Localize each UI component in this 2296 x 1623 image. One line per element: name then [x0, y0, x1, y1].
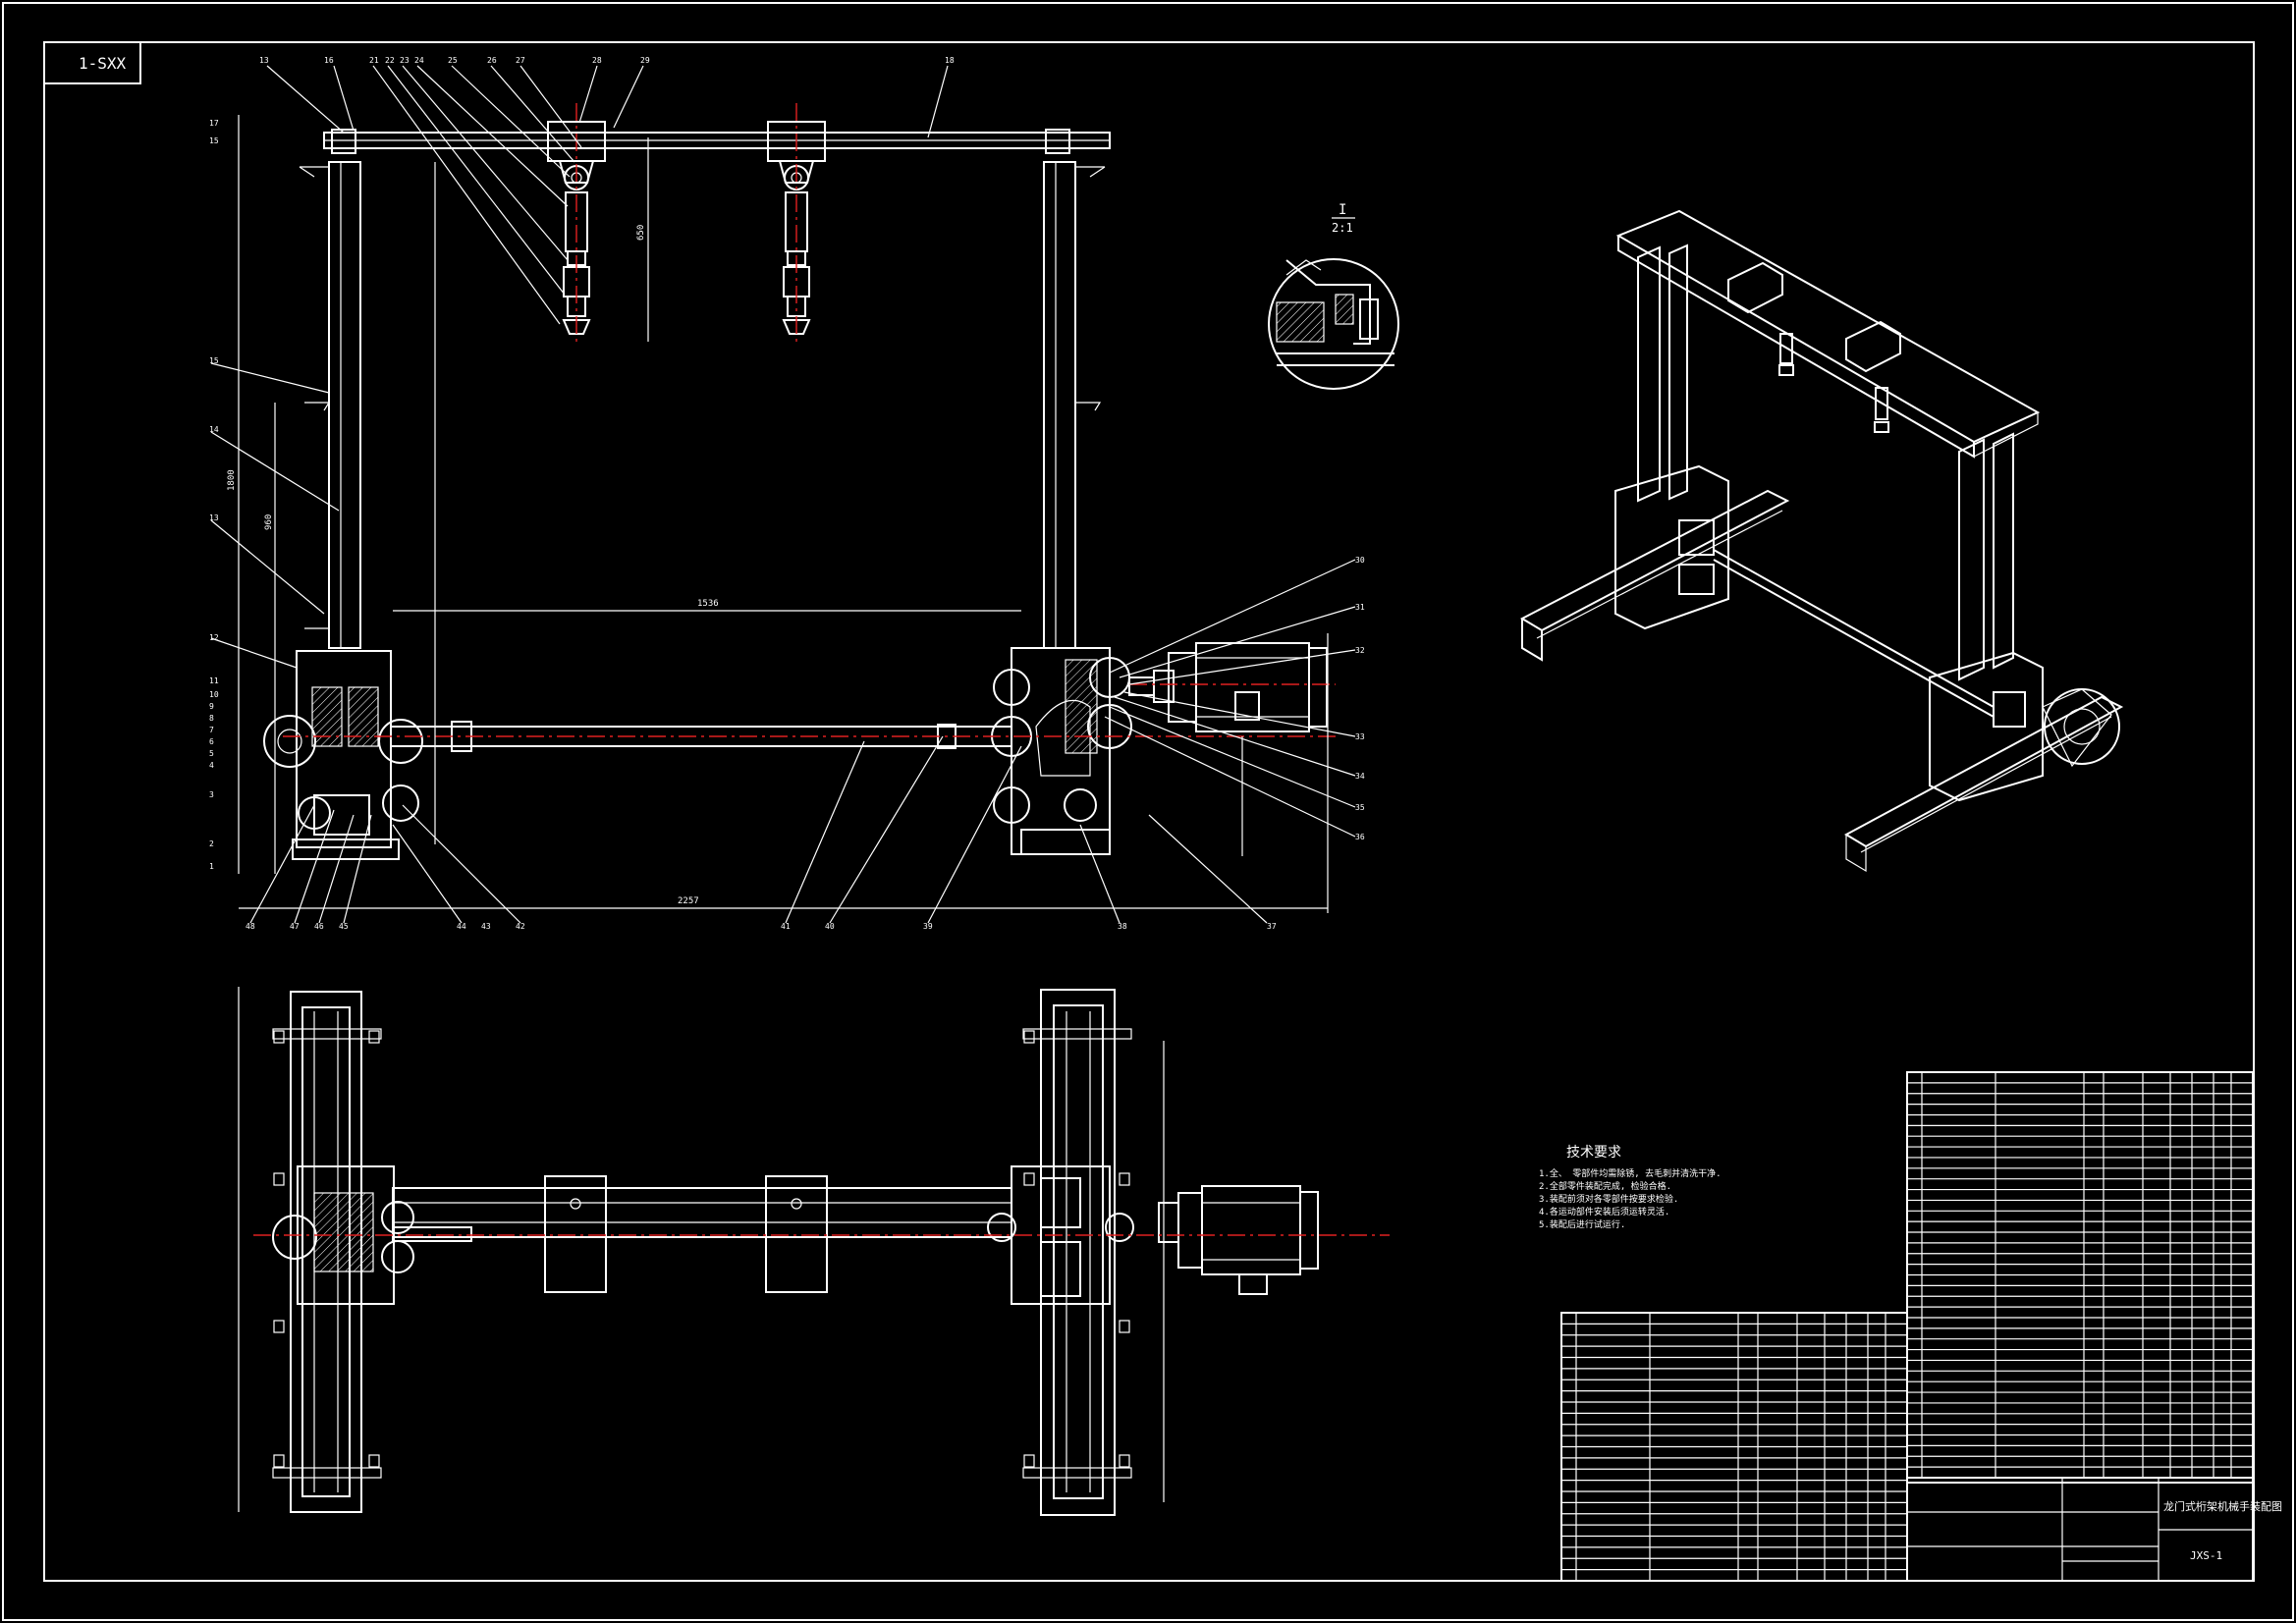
dim-height-main: 1800 [227, 469, 237, 491]
dim-inner-span: 1536 [697, 599, 719, 609]
tech-req-item: 3.装配前须对各零部件按要求检验. [1539, 1193, 1678, 1205]
callout: 12 [209, 633, 219, 642]
callout: 37 [1267, 922, 1277, 931]
callout: 42 [516, 922, 525, 931]
right-end-plate [1045, 129, 1070, 154]
tech-req-item: 1.全、 零部件均需除锈, 去毛刺并清洗干净. [1539, 1167, 1722, 1179]
parts-list-lower [1560, 1312, 1908, 1582]
tech-req-item: 2.全部零件装配完成, 检验合格. [1539, 1180, 1671, 1192]
drawing-border [43, 41, 2255, 1582]
callout: 27 [516, 56, 525, 65]
callout: 45 [339, 922, 349, 931]
dim-tool-height: 650 [636, 225, 646, 241]
callout: 10 [209, 690, 219, 699]
callout: 15 [209, 136, 219, 145]
detail-scale: 2:1 [1332, 221, 1353, 235]
callout: 38 [1118, 922, 1127, 931]
callout: 17 [209, 119, 219, 128]
callout: 18 [945, 56, 955, 65]
callout: 5 [209, 749, 214, 758]
callout: 4 [209, 761, 214, 770]
callout: 39 [923, 922, 933, 931]
parts-list-upper [1906, 1071, 2254, 1484]
detail-label: I [1339, 202, 1346, 218]
isometric-view [1519, 209, 2124, 873]
title-block: 龙门式桁架机械手装配图 JXS-1 [1906, 1477, 2282, 1582]
callout: 22 [385, 56, 395, 65]
callout: 35 [1355, 803, 1365, 812]
callout: 46 [314, 922, 324, 931]
callout: 7 [209, 726, 214, 734]
callout: 32 [1355, 646, 1365, 655]
callout: 48 [246, 922, 255, 931]
detail-view-I: I 2:1 [1268, 202, 1399, 390]
motor-body [1195, 642, 1310, 732]
callout: 16 [324, 56, 334, 65]
code-box [43, 41, 141, 84]
callout: 24 [414, 56, 424, 65]
callout: 28 [592, 56, 602, 65]
tech-req-heading: 技术要求 [1566, 1145, 1621, 1161]
callout: 21 [369, 56, 379, 65]
callout: 43 [481, 922, 491, 931]
callout: 8 [209, 714, 214, 723]
callout: 33 [1355, 732, 1365, 741]
callout: 9 [209, 702, 214, 711]
tech-req-item: 4.各运动部件安装后须运转灵活. [1539, 1206, 1669, 1217]
callout: 2 [209, 839, 214, 848]
callout: 40 [825, 922, 835, 931]
callout: 3 [209, 790, 214, 799]
callout: 23 [400, 56, 410, 65]
callout: 13 [259, 56, 269, 65]
callout: 25 [448, 56, 458, 65]
callout: 30 [1355, 556, 1365, 565]
callout: 36 [1355, 833, 1365, 841]
callout: 31 [1355, 603, 1365, 612]
callout: 41 [781, 922, 791, 931]
callout: 6 [209, 737, 214, 746]
callout: 1 [209, 862, 214, 871]
callout: 26 [487, 56, 497, 65]
drawing-number: JXS-1 [2190, 1549, 2222, 1562]
right-column [1043, 161, 1076, 649]
left-gearbox [296, 650, 392, 848]
left-column [328, 161, 361, 649]
drawing-title: 龙门式桁架机械手装配图 [2163, 1499, 2282, 1513]
callout: 15 [209, 356, 219, 365]
top-view [238, 987, 1390, 1516]
callout: 44 [457, 922, 466, 931]
dim-overall-width: 2257 [678, 896, 699, 906]
tech-req-item: 5.装配后进行试运行. [1539, 1218, 1625, 1230]
code-box-text: 1-SXX [79, 54, 127, 73]
callout: 13 [209, 514, 219, 522]
front-view: 2257 1536 1800 960 650 [209, 56, 1365, 931]
callout: 11 [209, 676, 219, 685]
callout: 34 [1355, 772, 1365, 781]
callout: 29 [640, 56, 650, 65]
callout: 14 [209, 425, 219, 434]
left-end-plate [331, 129, 356, 154]
callout: 47 [290, 922, 300, 931]
technical-requirements: 技术要求 1.全、 零部件均需除锈, 去毛刺并清洗干净. 2.全部零件装配完成,… [1539, 1145, 1722, 1230]
dim-column-height: 960 [264, 514, 274, 530]
